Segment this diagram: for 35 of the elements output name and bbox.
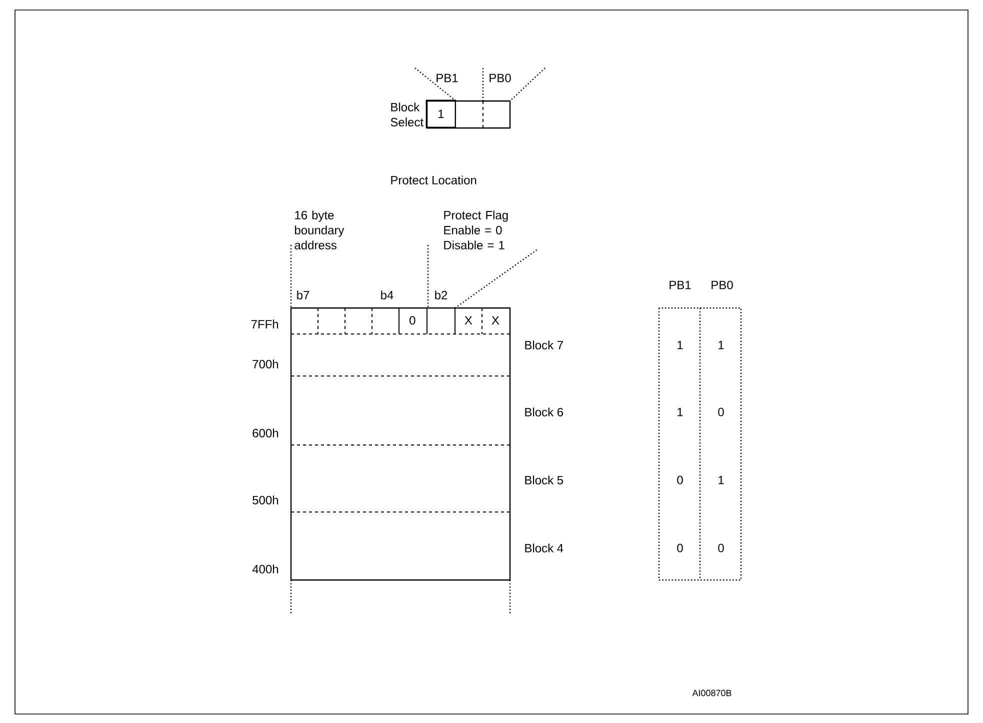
bit-name: PB0 — [490, 74, 511, 82]
table-value: 1 — [718, 476, 724, 484]
bit-cell: X — [464, 316, 472, 325]
table-value: 0 — [718, 408, 724, 416]
block-label: Block 4 — [525, 544, 564, 552]
field-note: Protect Flag Enable = 0 Disable = 1 — [444, 210, 508, 250]
column-header: PB0 — [712, 280, 733, 290]
table-value: 0 — [718, 544, 724, 552]
table-value: 0 — [677, 544, 683, 552]
address-label: 7FFh — [251, 320, 278, 328]
bit-label: b4 — [381, 290, 394, 300]
table-value: 1 — [718, 340, 724, 350]
address-label: 500h — [252, 496, 278, 504]
register-label: Block Select — [390, 102, 424, 126]
block-label: Block 7 — [525, 340, 563, 350]
bit-cell: 0 — [410, 316, 416, 325]
table-value: 0 — [677, 476, 683, 484]
bit-cell: X — [492, 316, 500, 325]
bit-name: PB1 — [436, 74, 458, 82]
heading: Protect Location — [391, 176, 476, 184]
address-label: 400h — [252, 564, 278, 574]
table-value: 1 — [678, 340, 683, 350]
register-cell: 1 — [426, 100, 456, 128]
column-header: PB1 — [670, 280, 691, 290]
block-label: Block 5 — [525, 476, 564, 484]
bit-label: b2 — [435, 290, 448, 300]
address-label: 700h — [252, 360, 278, 368]
table-value: 1 — [678, 408, 683, 416]
block-label: Block 6 — [525, 408, 564, 416]
figure-id: AI00870B — [692, 690, 732, 696]
bit-label: b7 — [297, 290, 310, 300]
register-box — [426, 100, 511, 129]
field-note: 16 byte boundary address — [294, 210, 344, 250]
address-label: 600h — [252, 428, 278, 438]
memory-map — [290, 307, 511, 581]
